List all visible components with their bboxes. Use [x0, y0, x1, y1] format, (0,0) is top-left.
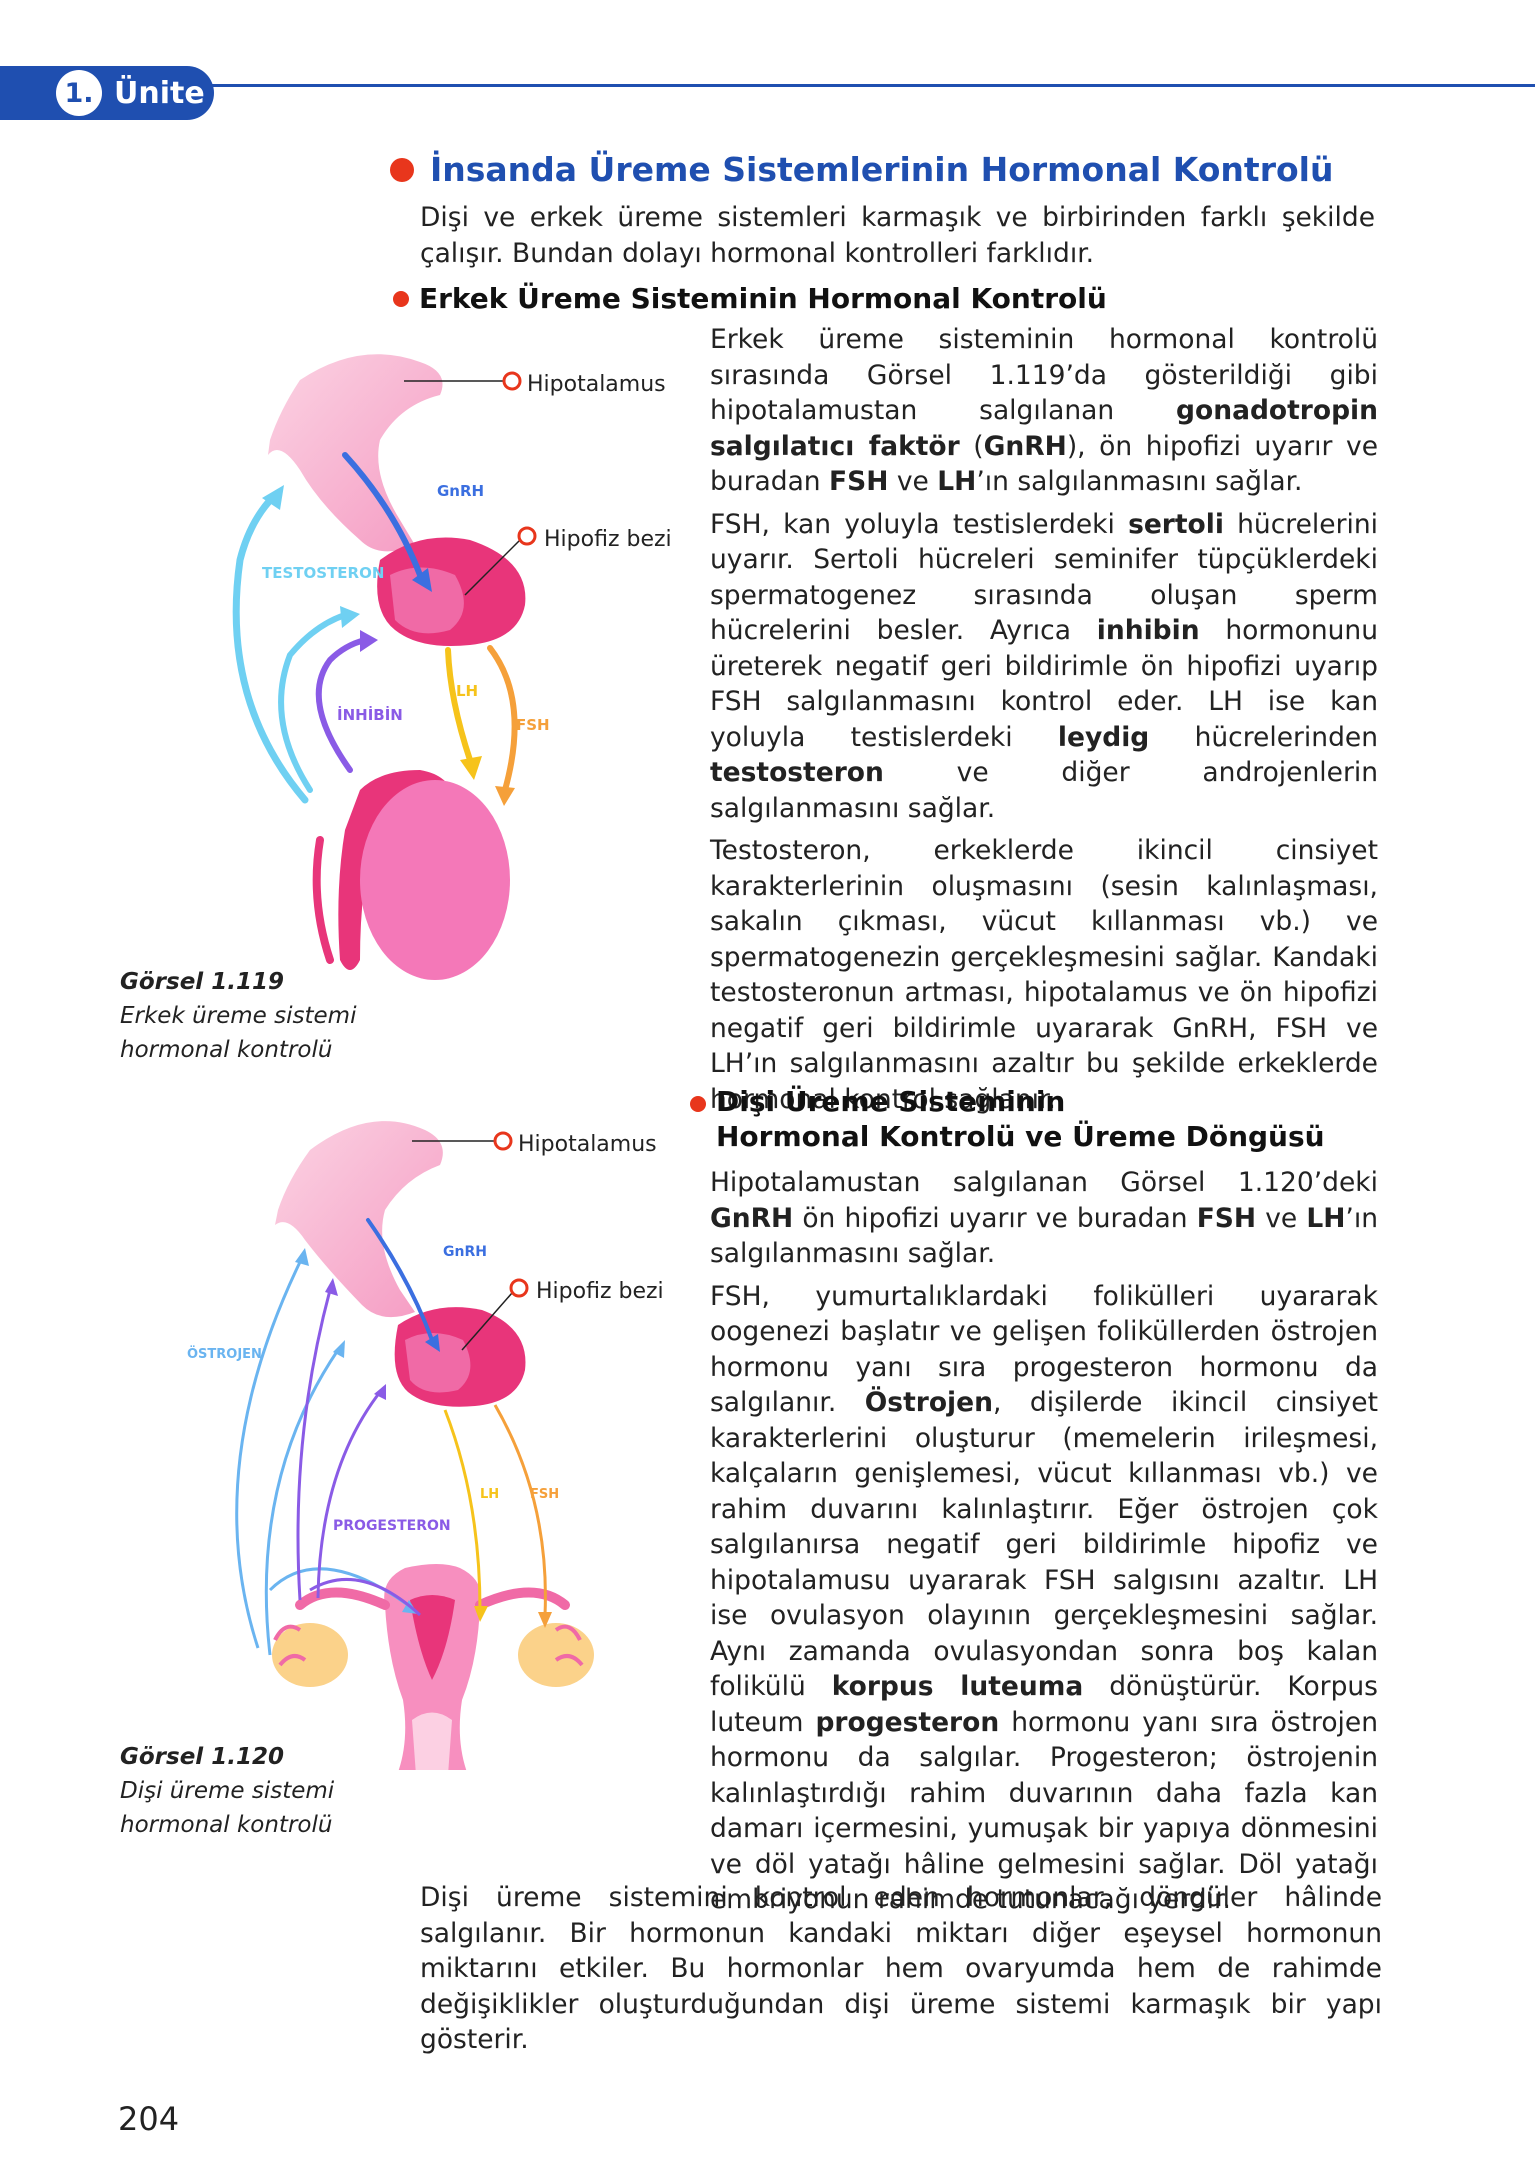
bold-term: sertoli [1128, 508, 1224, 540]
bullet-icon [690, 1096, 706, 1112]
fsh-arrow [487, 645, 518, 793]
bold-term: progesteron [815, 1706, 1000, 1738]
fsh-label: FSH [516, 716, 550, 734]
bold-term: FSH [1196, 1202, 1257, 1234]
hypothalamus-label: Hipotalamus [527, 372, 666, 397]
hypothalamus-marker-icon [502, 371, 522, 391]
text-run: ( [959, 430, 984, 462]
gnrh-arrow [342, 452, 423, 578]
male-hormone-diagram: GnRH TESTOSTERON İNHİBİN LH FSH Hipotala… [232, 354, 672, 980]
text-run: hücrelerini uyarır. Sertoli hücreleri se… [710, 508, 1378, 647]
hypothalamus-shape [268, 354, 443, 552]
bold-term: Östrojen [864, 1387, 993, 1418]
gnrh-label: GnRH [443, 1244, 487, 1260]
text-run: ve [888, 466, 938, 497]
bullet-icon [393, 290, 409, 307]
male-text: Erkek üreme sisteminin hormonal kontrolü… [710, 322, 1378, 1124]
text-run: ), ön hipofizi uyarır ve buradan [710, 430, 1378, 498]
hypothalamus-label: Hipotalamus [518, 1132, 657, 1157]
male-paragraph-1: Erkek üreme sisteminin hormonal kontrolü… [710, 322, 1378, 500]
female-text: Hipotalamustan salgılanan Görsel 1.120’d… [710, 1165, 1378, 1925]
text-run: dönüştürür. Korpus luteum [710, 1671, 1378, 1738]
intro-paragraph: Dişi ve erkek üreme sistemleri karmaşık … [420, 202, 1375, 269]
text-run: Erkek üreme sisteminin hormonal kontrolü… [710, 324, 1378, 426]
testis-shape [360, 780, 510, 980]
bold-term: FSH [829, 466, 889, 497]
fsh-arrow [493, 1404, 547, 1616]
progesterone-label: PROGESTERON [333, 1518, 451, 1534]
bold-term: LH [937, 466, 977, 497]
unit-tab: 1. Ünite [0, 66, 214, 120]
bold-term: GnRH [983, 430, 1067, 462]
gnrh-arrow [366, 1218, 434, 1342]
text-run: FSH, kan yoluyla testislerdeki [710, 508, 1129, 540]
section-title: İnsanda Üreme Sistemlerinin Hormonal Kon… [390, 150, 1333, 189]
male-paragraph-2: FSH, kan yoluyla testislerdeki sertoli h… [710, 507, 1378, 827]
lh-arrow [443, 1409, 482, 1611]
gnrh-label: GnRH [437, 482, 484, 500]
female-heading: Dişi Üreme Sisteminin Hormonal Kontrolü … [690, 1085, 1325, 1153]
closing-paragraph: Dişi üreme sistemini kontrol eden hormon… [420, 1882, 1382, 2055]
estrogen-arrow [235, 1261, 302, 1649]
pituitary-label: Hipofiz bezi [536, 1279, 664, 1304]
text-run: ve [1256, 1202, 1307, 1234]
lh-label: LH [480, 1487, 499, 1502]
pituitary-label: Hipofiz bezi [544, 527, 672, 552]
text-run: , dişilerde ikincil cinsiyet karakterler… [710, 1387, 1378, 1702]
text-run: Testosteron, erkeklerde ikincil cinsiyet… [710, 835, 1378, 1115]
text-run: hücrelerinden [1149, 721, 1378, 753]
text-run: ’ın salgılanmasını sağlar. [976, 466, 1303, 497]
page-number: 204 [118, 2100, 180, 2138]
left-ovary-shape [272, 1623, 348, 1687]
estrogen-label: ÖSTROJEN [187, 1346, 262, 1362]
inhibin-arrow [315, 637, 368, 773]
male-paragraph-3: Testosteron, erkeklerde ikincil cinsiyet… [710, 833, 1378, 1117]
female-paragraph-2: FSH, yumurtalıklardaki folikülleri uyara… [710, 1279, 1378, 1918]
unit-number: 1. [56, 70, 102, 116]
right-ovary-shape [518, 1623, 594, 1687]
bold-term: inhibin [1096, 615, 1200, 646]
female-hormone-diagram: GnRH ÖSTROJEN PROGESTERON LH FSH Hipotal… [187, 1121, 664, 1770]
male-heading: Erkek Üreme Sisteminin Hormonal Kontrolü [393, 282, 1107, 315]
bold-term: gonadotropin salgılatıcı faktör [710, 395, 1378, 462]
bold-term: leydig [1057, 721, 1150, 753]
hypothalamus-shape [275, 1121, 443, 1318]
bold-term: korpus luteuma [831, 1671, 1084, 1702]
fsh-label: FSH [530, 1487, 559, 1502]
male-figure-caption: Görsel 1.119 Erkek üreme sistemi hormona… [120, 969, 357, 1063]
progesterone-arrow [296, 1289, 332, 1601]
bold-term: GnRH [710, 1202, 794, 1234]
inhibin-label: İNHİBİN [337, 705, 403, 724]
pituitary-marker-icon [517, 526, 537, 546]
pituitary-marker-icon [509, 1278, 529, 1298]
text-run: FSH, yumurtalıklardaki folikülleri uyara… [710, 1280, 1378, 1419]
header-rule [200, 84, 1535, 87]
bold-term: testosteron [710, 757, 884, 788]
text-run: Hipotalamustan salgılanan Görsel 1.120’d… [710, 1167, 1378, 1198]
text-run: ’ın salgılanmasını sağlar. [710, 1202, 1379, 1270]
testosterone-arrow [232, 491, 309, 804]
lh-label: LH [456, 682, 478, 700]
bullet-icon [390, 157, 414, 182]
lh-arrow [445, 647, 473, 763]
section-title-text: İnsanda Üreme Sistemlerinin Hormonal Kon… [430, 150, 1334, 189]
female-figure-caption: Görsel 1.120 Dişi üreme sistemi hormonal… [120, 1744, 335, 1838]
epididymis-shape [338, 770, 455, 970]
text-run: ve diğer androjenlerin salgılanmasını sa… [710, 757, 1378, 824]
text-run: ön hipofizi uyarır ve buradan [793, 1202, 1197, 1234]
female-paragraph-1: Hipotalamustan salgılanan Görsel 1.120’d… [710, 1165, 1378, 1272]
testosterone-label: TESTOSTERON [262, 564, 384, 582]
unit-label: Ünite [114, 75, 205, 111]
hypothalamus-marker-icon [493, 1131, 513, 1151]
text-run: hormonu yanı sıra östrojen hormonu da sa… [710, 1706, 1378, 1916]
text-run: hormonunu üreterek negatif geri bildirim… [710, 615, 1378, 753]
bold-term: LH [1306, 1202, 1346, 1234]
